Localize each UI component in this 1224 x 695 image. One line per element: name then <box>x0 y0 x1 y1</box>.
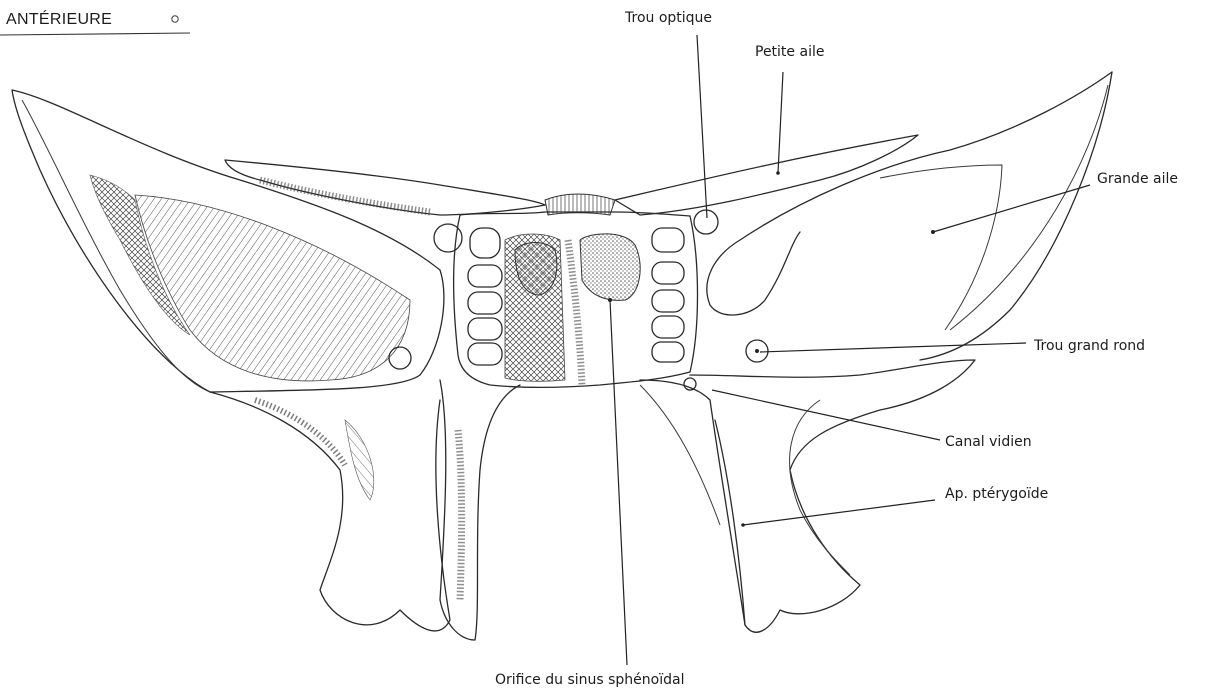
canal-vidien-leader <box>712 390 940 440</box>
label-grande-aile: Grande aile <box>1097 171 1178 187</box>
label-ap-pterygoide: Ap. ptérygoïde <box>945 486 1048 502</box>
ap-pterygoide-leader <box>743 500 935 525</box>
right-lesser-wing <box>615 72 918 215</box>
right-pterygoid-process <box>640 380 745 625</box>
left-lesser-wing <box>225 160 545 215</box>
left-foramen-rotundum <box>389 347 411 369</box>
title-mark-icon <box>172 16 178 22</box>
title-underline <box>0 33 190 35</box>
label-canal-vidien: Canal vidien <box>945 434 1032 450</box>
label-trou-grand-rond: Trou grand rond <box>1033 338 1145 354</box>
orifice-sinus-leader <box>610 300 627 665</box>
diagram-title: ANTÉRIEURE <box>6 9 112 28</box>
label-trou-optique: Trou optique <box>624 10 712 26</box>
label-petite-aile: Petite aile <box>755 44 824 60</box>
grande-aile-leader <box>933 185 1090 232</box>
label-orifice-sinus: Orifice du sinus sphénoïdal <box>495 672 684 688</box>
petite-aile-leader <box>778 72 783 173</box>
trou-grand-rond-leader <box>760 343 1026 352</box>
sphenoid-body <box>454 212 698 387</box>
left-pterygoid-process <box>440 380 520 640</box>
trou-optique-leader <box>697 35 707 218</box>
